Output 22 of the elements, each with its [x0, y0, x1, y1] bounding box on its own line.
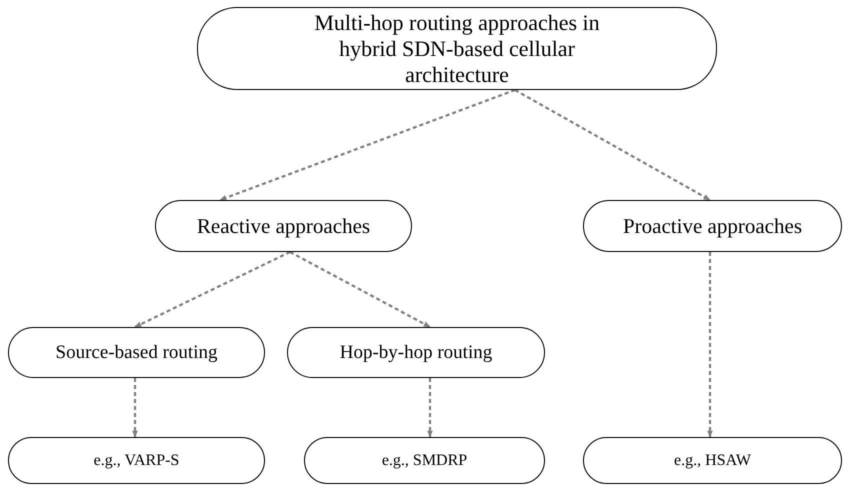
dashed-arrow: [134, 251, 290, 328]
dashed-arrow: [427, 378, 433, 438]
dashed-arrow: [132, 378, 138, 438]
dashed-arrow: [289, 251, 431, 328]
node-label: e.g., VARP-S: [94, 452, 180, 470]
rounded-box: [287, 327, 545, 378]
rounded-box: [304, 437, 545, 484]
rounded-box: [583, 437, 842, 484]
dashed-arrow: [707, 252, 713, 438]
node-label: Multi-hop routing approaches in hybrid SDN-based cellular architecture: [313, 10, 601, 88]
node-label: Reactive approaches: [196, 214, 370, 238]
node-label: Source-based routing: [56, 342, 218, 364]
rounded-box: [8, 437, 265, 484]
dashed-arrow: [514, 89, 711, 201]
rounded-box: [155, 200, 412, 252]
node-label: Proactive approaches: [622, 214, 802, 238]
node-label: e.g., SMDRP: [382, 452, 468, 470]
rounded-box: [583, 200, 842, 252]
node-label: e.g., HSAW: [674, 452, 751, 470]
node-label: Hop-by-hop routing: [340, 342, 492, 364]
rounded-box: [8, 327, 265, 378]
dashed-arrow: [219, 88, 516, 202]
